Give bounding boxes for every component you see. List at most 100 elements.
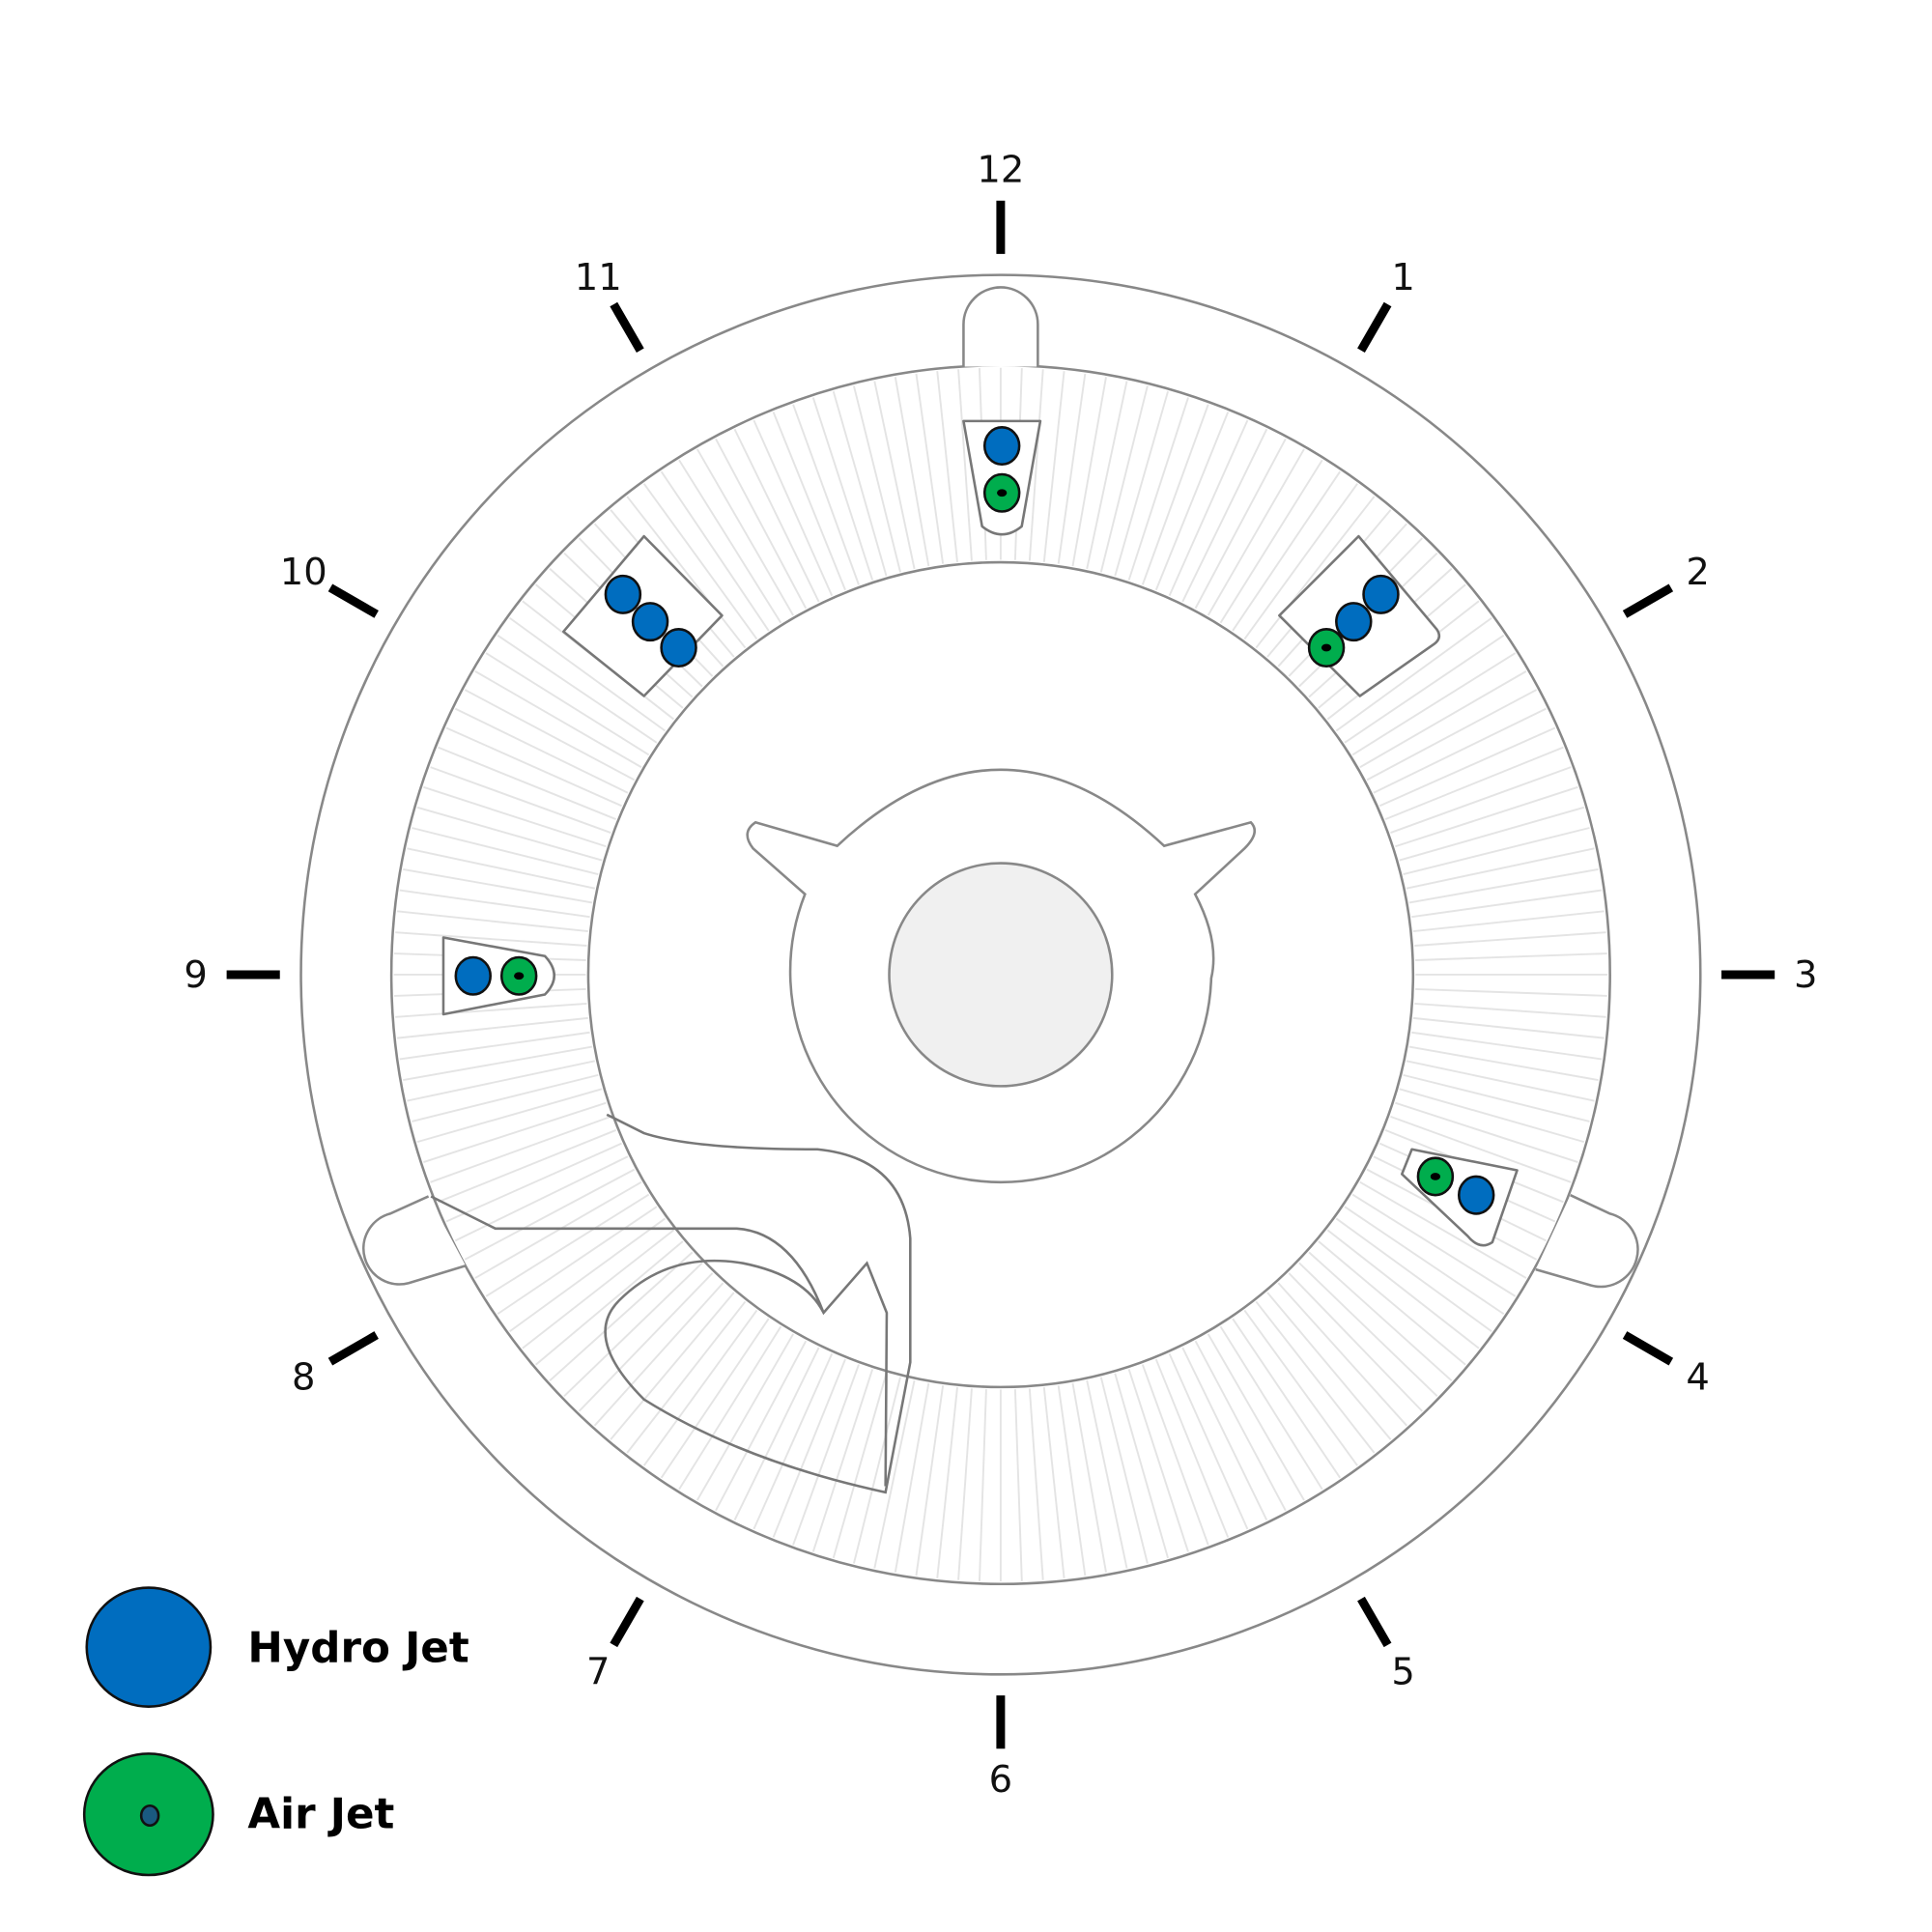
hatch-line [1243, 483, 1358, 640]
clock-label: 12 [977, 148, 1024, 191]
hatch-line [1344, 634, 1505, 744]
hatch-line [1373, 707, 1547, 794]
hatch-line [696, 448, 794, 616]
right-handle [1535, 1194, 1639, 1289]
hatch-line [660, 1318, 770, 1479]
hatch-line [733, 428, 820, 603]
clock-label: 8 [292, 1355, 315, 1399]
hatch-line [593, 1282, 724, 1427]
hatch-line [753, 419, 834, 597]
hatch-line [1028, 369, 1044, 561]
hatch-line [412, 827, 599, 876]
hatch-line [1351, 652, 1517, 756]
hatch-line [423, 1101, 607, 1164]
hatch-line [430, 766, 611, 834]
hatch-line [1384, 746, 1564, 820]
clock-label: 1 [1391, 256, 1414, 299]
hatch-line [792, 404, 860, 585]
clock-label: 10 [280, 551, 327, 594]
hatch-line [578, 1272, 714, 1412]
hatch-line [715, 438, 808, 610]
hatch-line [832, 1373, 888, 1559]
hatch-line [1298, 1262, 1438, 1398]
hatch-line [1154, 1358, 1230, 1538]
clock-tick [1622, 583, 1674, 618]
legend-air-core [139, 1804, 160, 1828]
hatch-line [423, 785, 607, 848]
hatch-line [957, 1388, 973, 1580]
hatch-line [915, 1385, 945, 1577]
hatch-line [936, 371, 958, 562]
clock-tick [1357, 1596, 1392, 1648]
hatch-line [407, 1060, 595, 1102]
hatch-line [811, 397, 874, 581]
hatch-line [397, 910, 588, 933]
hatch-line [936, 1387, 958, 1578]
hatch-line [915, 373, 945, 564]
hatch-line [1378, 726, 1556, 808]
hatch-line [660, 470, 770, 632]
clock-tick [327, 1331, 379, 1366]
hatch-line [1194, 438, 1287, 610]
legend-hydro-label: Hydro Jet [247, 1625, 469, 1673]
hatch-line [1335, 616, 1492, 732]
hatch-line [1412, 1016, 1605, 1039]
jet-groups [441, 419, 1519, 1247]
hatch-line [1057, 373, 1087, 564]
hatch-line [1141, 404, 1209, 585]
hatch-line [1308, 1251, 1453, 1382]
hatch-line [497, 1206, 658, 1316]
hatch-line [1127, 397, 1189, 581]
clock-tick [1622, 1331, 1674, 1366]
hatch-line [1028, 1388, 1044, 1580]
hatch-line [678, 459, 782, 624]
hatch-line [1168, 1352, 1249, 1530]
hatch-line [1181, 428, 1268, 603]
hatch-line [1042, 1387, 1065, 1578]
hatch-line [464, 1168, 636, 1261]
hatch-line [454, 1155, 629, 1242]
hatch-line [772, 412, 846, 591]
hatch-line [678, 1325, 782, 1491]
clock-tick [610, 1596, 644, 1648]
hatch-line [979, 1389, 987, 1581]
hatch-line [416, 806, 603, 862]
hatch-line [1415, 952, 1607, 961]
hatch-line [1181, 1347, 1268, 1521]
hatch-line [1351, 1193, 1517, 1297]
hatch-line [852, 385, 901, 573]
hatch-line [1232, 1318, 1341, 1479]
hatch-line [1406, 847, 1595, 890]
hatch-line [563, 1262, 703, 1398]
hatch-line [549, 1251, 694, 1382]
hatch-line [1127, 1369, 1189, 1552]
jet-group [1278, 534, 1441, 697]
clock-tick [1357, 301, 1392, 354]
hatch-line [1344, 1206, 1505, 1316]
hatch-line [416, 1088, 603, 1144]
hatch-line [1414, 1002, 1606, 1018]
clock-label: 7 [586, 1650, 610, 1693]
hatch-line [1266, 1292, 1392, 1440]
hatch-line [397, 1016, 588, 1039]
center-drain [888, 862, 1114, 1088]
legend-hydro-swatch [85, 1586, 213, 1708]
hatch-line [1411, 889, 1603, 919]
hatch-line [1395, 785, 1578, 848]
hydro-jet [604, 574, 642, 614]
hatch-line [1399, 1088, 1585, 1144]
hatch-line [399, 889, 590, 919]
hatch-line [642, 1309, 758, 1466]
hatch-line [1403, 1073, 1590, 1122]
hatch-line [1042, 371, 1065, 562]
hatch-line [485, 1193, 650, 1297]
hatch-line [522, 1229, 675, 1350]
hatch-line [1099, 385, 1149, 573]
hatch-line [1399, 806, 1585, 862]
legend: Hydro Jet Air Jet [82, 1586, 469, 1877]
hatch-line [1071, 377, 1107, 567]
hydro-jet [982, 426, 1021, 467]
hatch-line [626, 1300, 747, 1454]
clock-tick [327, 583, 379, 618]
